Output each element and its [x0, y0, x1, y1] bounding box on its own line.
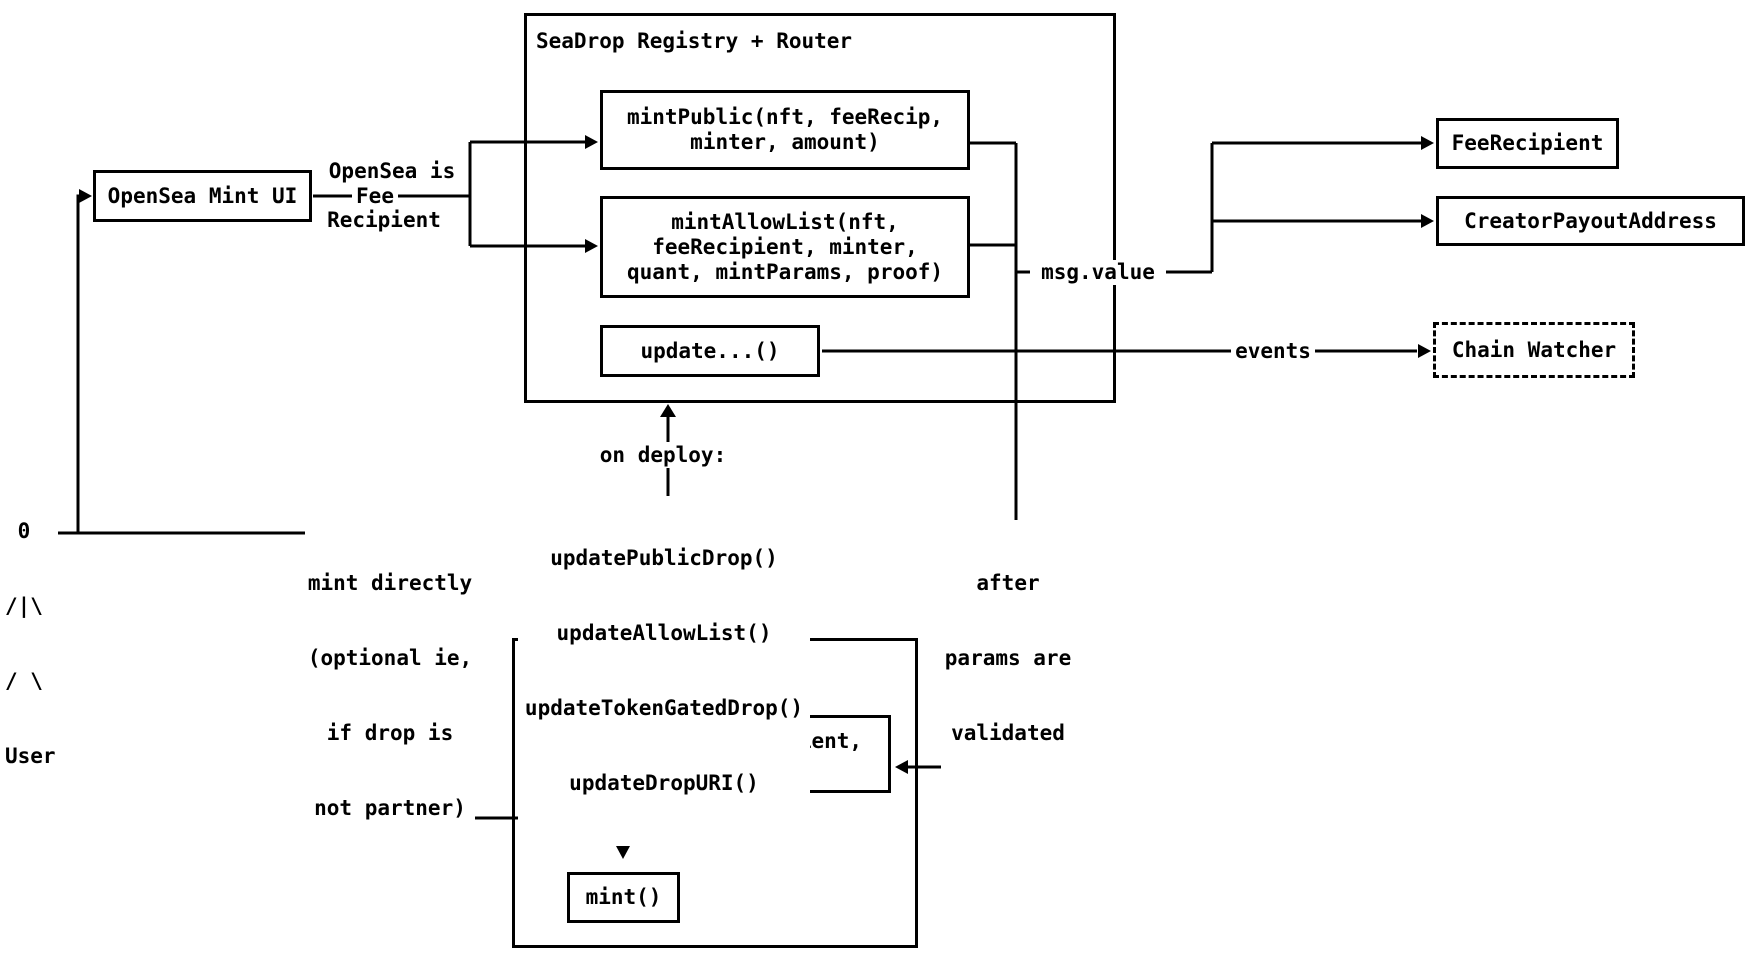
stick-figure-head: 0: [5, 519, 31, 543]
deploy-call-2: updateAllowList(): [556, 621, 772, 645]
mint-directly-line3: if drop is: [326, 721, 454, 745]
mint-allow-list-line2: feeRecipient, minter,: [652, 234, 918, 259]
arrow-into-chainwatcher: [1418, 344, 1431, 358]
arrow-into-creatorpayout: [1421, 214, 1434, 228]
line-fee-bracket: [468, 140, 586, 248]
update-fn-label: update...(): [640, 338, 780, 363]
deploy-call-4: updateDropURI(): [569, 771, 759, 795]
arrow-into-mintallowlist: [585, 239, 598, 253]
chain-watcher-label: Chain Watcher: [1451, 337, 1617, 362]
mint-public-line1: mintPublic(nft, feeRecip,: [626, 105, 944, 129]
creator-payout-box: CreatorPayoutAddress: [1436, 196, 1745, 246]
arrow-into-opensea: [79, 189, 92, 203]
stick-figure-arms: /|\: [5, 594, 43, 618]
user-stick-figure: 0 /|\ / \ User: [5, 469, 125, 819]
mint-public-line2: minter, amount): [690, 130, 880, 154]
mint-directly-line2: (optional ie,: [307, 646, 473, 670]
seadrop-registry-title: SeaDrop Registry + Router: [536, 29, 853, 53]
mint-directly-note: mint directly (optional ie, if drop is n…: [305, 521, 475, 871]
arrow-into-registry-bottom: [660, 404, 676, 417]
arrow-into-mintseadrop: [895, 760, 908, 774]
deploy-call-3: updateTokenGatedDrop(): [524, 696, 804, 720]
mint-allow-list-line1: mintAllowList(nft,: [671, 209, 899, 234]
deploy-call-1: updatePublicDrop(): [550, 546, 778, 570]
creator-payout-label: CreatorPayoutAddress: [1464, 208, 1717, 233]
fee-recipient-box: FeeRecipient: [1436, 118, 1619, 169]
msg-value-label: msg.value: [1030, 260, 1166, 285]
after-validated-note: after params are validated: [941, 521, 1075, 796]
after-note-line2: params are: [944, 646, 1072, 670]
mint-allow-list-box: mintAllowList(nft, feeRecipient, minter,…: [600, 196, 970, 298]
fee-note-line2: Fee: [352, 184, 398, 209]
stick-figure-legs: / \: [5, 669, 43, 693]
arrow-into-mint: [616, 846, 630, 859]
opensea-mint-ui-label: OpenSea Mint UI: [107, 183, 298, 208]
seadrop-registry-box: SeaDrop Registry + Router: [524, 13, 1116, 403]
mint-fn-label: mint(): [585, 885, 662, 909]
mint-directly-line1: mint directly: [307, 571, 473, 595]
deploy-calls-note: updatePublicDrop() updateAllowList() upd…: [518, 496, 810, 846]
fee-recipient-label: FeeRecipient: [1451, 131, 1604, 155]
fee-note-line1: OpenSea is: [320, 159, 464, 184]
opensea-mint-ui-box: OpenSea Mint UI: [93, 170, 312, 222]
chain-watcher-box: Chain Watcher: [1433, 322, 1635, 378]
after-note-line3: validated: [951, 721, 1065, 745]
events-label: events: [1231, 339, 1315, 364]
arrow-into-mintpublic: [585, 135, 598, 149]
mint-public-box: mintPublic(nft, feeRecip, minter, amount…: [600, 90, 970, 170]
mint-fn-box: mint(): [567, 872, 680, 923]
arrow-into-feerecipient: [1421, 136, 1434, 150]
user-label: User: [5, 744, 56, 768]
on-deploy-label: on deploy:: [596, 443, 730, 468]
fee-note-line3: Recipient: [326, 208, 442, 233]
update-fn-box: update...(): [600, 325, 820, 377]
after-note-line1: after: [976, 571, 1040, 595]
mint-allow-list-line3: quant, mintParams, proof): [626, 259, 944, 284]
mint-directly-line4: not partner): [314, 796, 466, 820]
